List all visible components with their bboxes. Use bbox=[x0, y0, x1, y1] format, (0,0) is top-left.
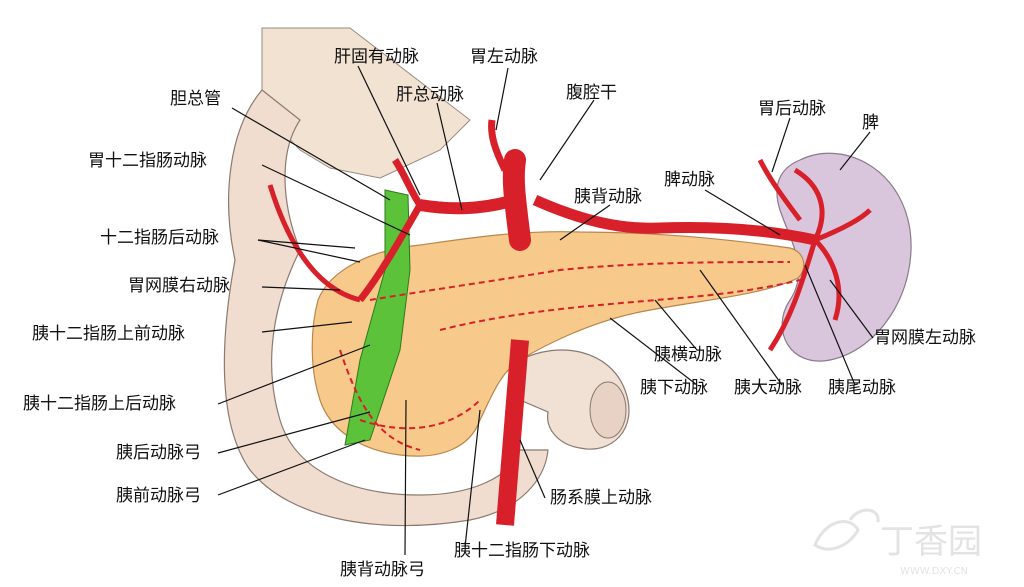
label-dorsal-pancreatic-artery: 胰背动脉 bbox=[574, 187, 642, 207]
label-right-gastroepiploic-artery: 胃网膜右动脉 bbox=[128, 276, 230, 296]
label-celiac-trunk: 腹腔干 bbox=[566, 83, 617, 103]
splenic-branches bbox=[767, 167, 872, 352]
label-left-gastric-artery: 胃左动脉 bbox=[470, 47, 538, 67]
celiac-trunk-artery bbox=[502, 149, 531, 251]
watermark-logo-text: 丁香园 bbox=[880, 522, 982, 562]
label-superior-mesenteric-artery: 肠系膜上动脉 bbox=[550, 488, 652, 508]
label-inferior-pancreatic-artery: 胰下动脉 bbox=[640, 378, 708, 398]
label-retroduodenal-arteries: 十二指肠后动脉 bbox=[100, 228, 219, 248]
label-transverse-pancreatic-artery: 胰横动脉 bbox=[654, 345, 722, 365]
splenic-artery-vessel bbox=[532, 194, 817, 246]
posterior-gastric-artery-vessel bbox=[757, 158, 803, 222]
gastroduodenal-artery-vessel bbox=[357, 203, 424, 303]
label-splenic-artery: 脾动脉 bbox=[664, 170, 715, 190]
leader-lines bbox=[217, 65, 874, 556]
dxy-watermark: 丁香园 WWW.DXY.CN bbox=[813, 508, 982, 577]
left-gastric-artery-vessel bbox=[488, 119, 509, 172]
dxy-logo-icon bbox=[813, 508, 880, 551]
watermark-url: WWW.DXY.CN bbox=[900, 566, 968, 577]
spleen bbox=[776, 152, 912, 362]
label-posterior-gastric-artery: 胃后动脉 bbox=[758, 99, 826, 119]
label-inf-pancreaticoduodenal: 胰十二指肠下动脉 bbox=[454, 541, 590, 561]
common-hepatic-artery-vessel bbox=[419, 194, 517, 215]
label-posterior-pancreatic-arch: 胰后动脉弓 bbox=[116, 443, 201, 463]
label-common-hepatic-artery: 肝总动脉 bbox=[396, 85, 464, 105]
label-common-bile-duct: 胆总管 bbox=[170, 89, 221, 109]
label-caudal-pancreatic-artery: 胰尾动脉 bbox=[828, 378, 896, 398]
superior-mesenteric-artery-vessel bbox=[496, 339, 529, 526]
label-ant-sup-pancreaticoduodenal: 胰十二指肠上前动脉 bbox=[32, 324, 185, 344]
label-left-gastroepiploic-artery: 胃网膜左动脉 bbox=[874, 328, 976, 348]
label-anterior-pancreatic-arch: 胰前动脉弓 bbox=[116, 486, 201, 506]
label-spleen: 脾 bbox=[862, 113, 879, 133]
label-great-pancreatic-artery: 胰大动脉 bbox=[734, 378, 802, 398]
proper-hepatic-artery-vessel bbox=[392, 158, 423, 207]
right-gastroepiploic-artery-vessel bbox=[267, 184, 361, 303]
pancreatic-arcades bbox=[339, 261, 801, 451]
jejunum-lumen bbox=[589, 381, 627, 439]
label-gastroduodenal-artery: 胃十二指肠动脉 bbox=[88, 151, 207, 171]
label-post-sup-pancreaticoduodenal: 胰十二指肠上后动脉 bbox=[23, 394, 176, 414]
label-liver-proper-artery: 肝固有动脉 bbox=[334, 47, 419, 67]
label-dorsal-pancreatic-arch: 胰背动脉弓 bbox=[340, 560, 425, 580]
